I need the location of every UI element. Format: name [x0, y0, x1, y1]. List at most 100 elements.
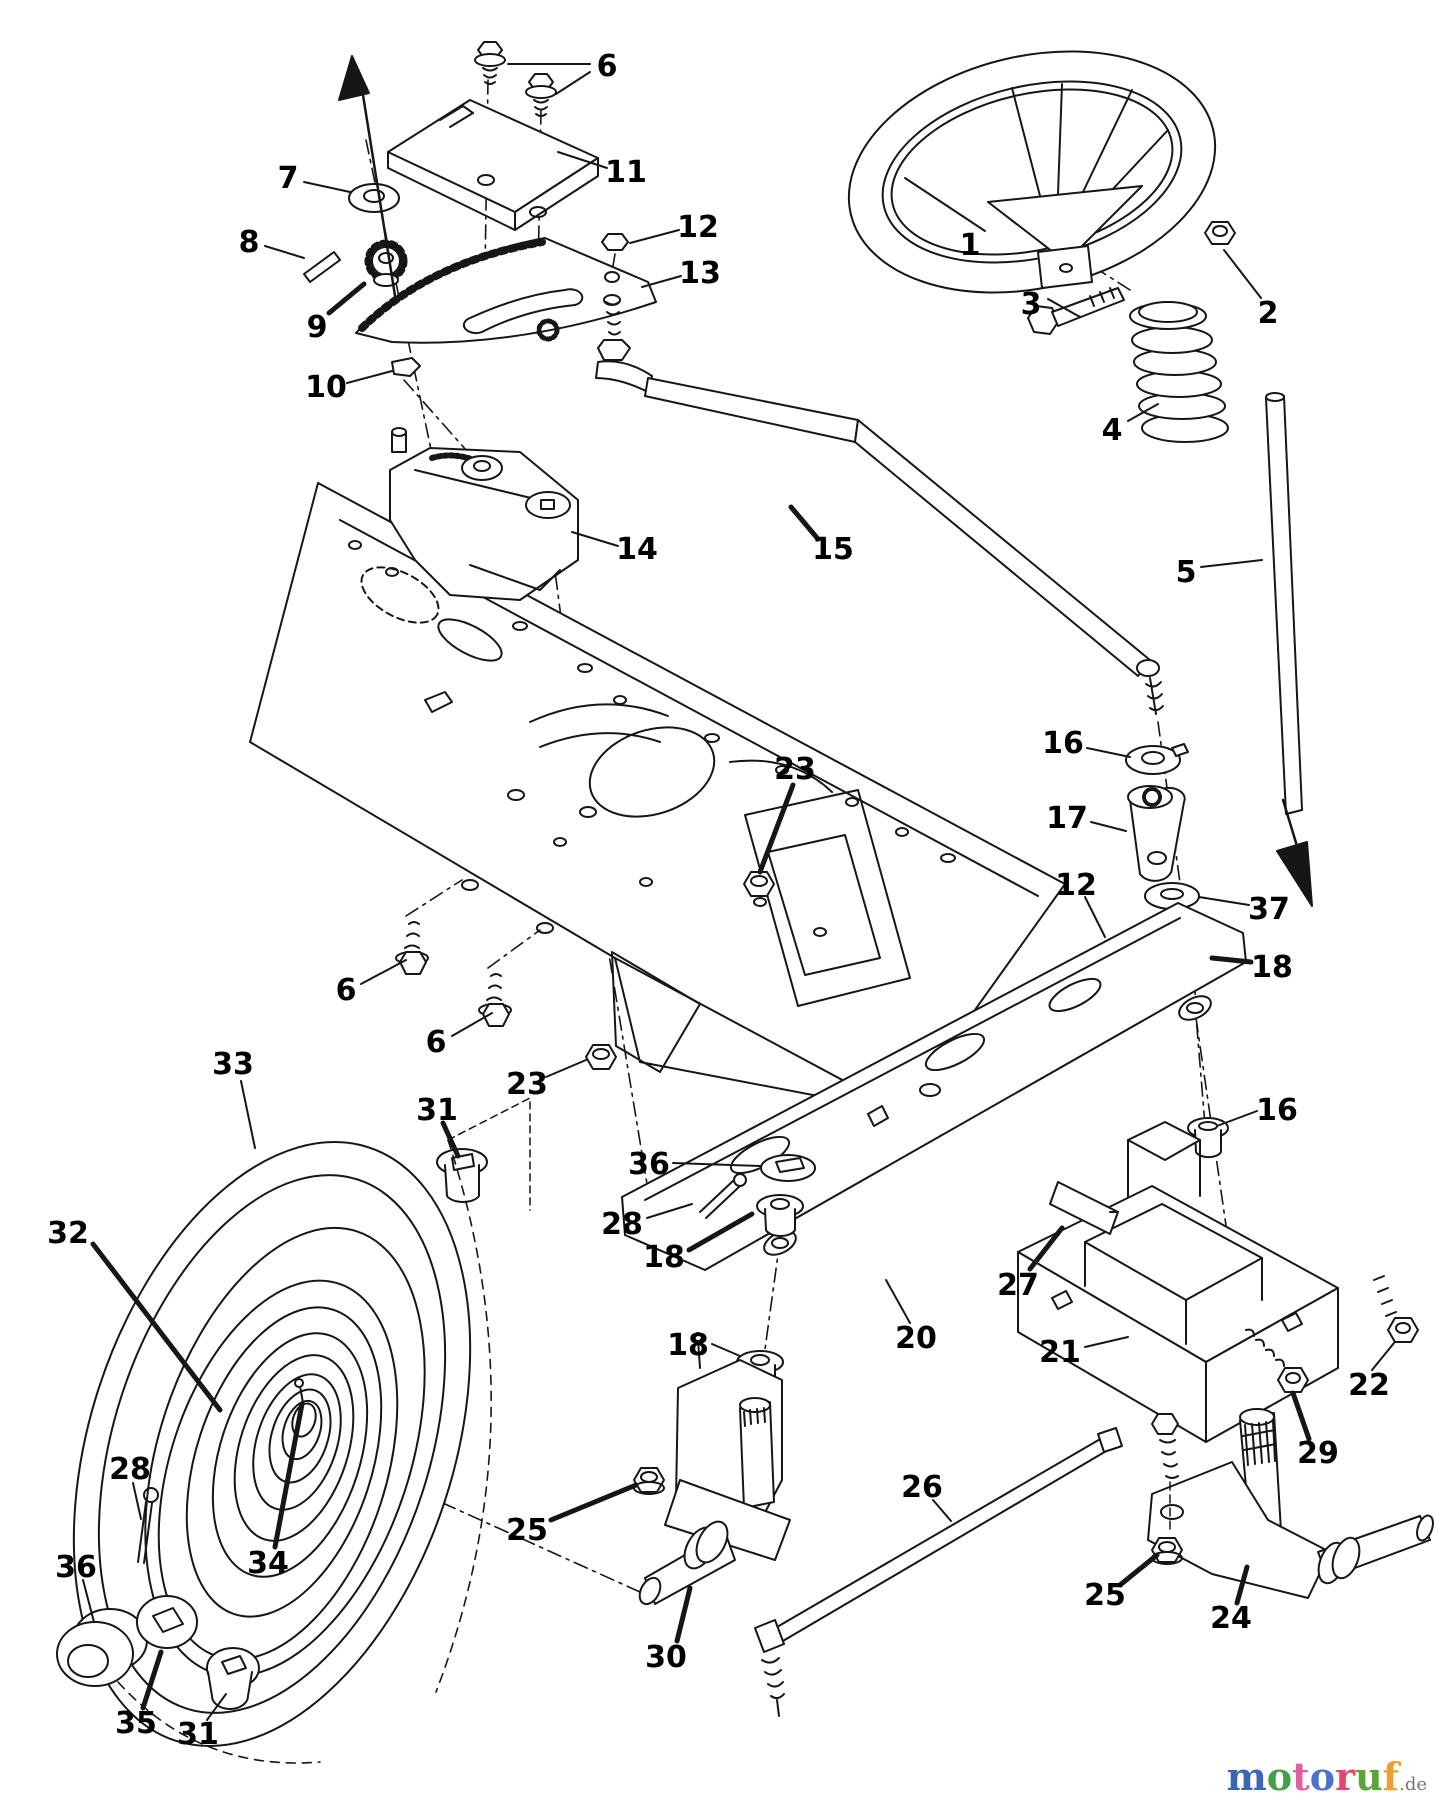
- logo-suffix: .de: [1399, 1774, 1427, 1795]
- frame-bolt-6-mid-b: [479, 974, 511, 1026]
- part-number-label: 32: [47, 1216, 89, 1251]
- leader-line: [1087, 748, 1130, 757]
- frame-bolt-6-mid-a: [396, 922, 428, 974]
- leader-line: [1120, 1555, 1157, 1585]
- leader-line: [760, 785, 793, 872]
- leader-line: [556, 72, 590, 94]
- leader-line: [689, 1214, 752, 1250]
- logo-letter: m: [1226, 1754, 1267, 1799]
- steering-pinion-gear-9: [368, 243, 404, 286]
- cotter-pin-28-mid: [700, 1174, 746, 1218]
- pivot-bracket-21: [1018, 1122, 1338, 1442]
- part-number-label: 36: [628, 1147, 670, 1182]
- drag-link-15: [596, 295, 1163, 714]
- part-number-label: 17: [1046, 801, 1088, 836]
- bushing-31-bottom: [207, 1648, 259, 1709]
- hub-cap-36-bottom: [57, 1609, 147, 1686]
- part-number-label: 33: [212, 1047, 254, 1082]
- left-spindle-30: [635, 1333, 790, 1608]
- part-number-label: 37: [1248, 892, 1290, 927]
- leader-line: [452, 1013, 492, 1036]
- part-number-label: 30: [645, 1640, 687, 1675]
- leader-line: [1048, 299, 1080, 317]
- steering-mount-bracket-11: [388, 100, 598, 230]
- retainer-clip-10: [392, 358, 420, 376]
- hex-bolt-3: [1028, 288, 1124, 334]
- axle-bushing-16-lower: [1188, 1118, 1228, 1157]
- leader-line: [1293, 1393, 1309, 1439]
- leader-line: [1085, 897, 1105, 937]
- part-number-label: 25: [1084, 1578, 1126, 1613]
- part-number-label: 35: [115, 1706, 157, 1741]
- keyed-washer-16-right: [1126, 744, 1188, 774]
- leader-line: [905, 178, 985, 231]
- leader-line: [677, 1588, 690, 1641]
- part-number-label: 29: [1297, 1436, 1339, 1471]
- leader-line: [558, 152, 607, 168]
- part-number-label: 6: [426, 1025, 447, 1060]
- part-number-label: 10: [305, 370, 347, 405]
- direction-arrow-down-shaft: [1283, 800, 1297, 846]
- part-number-label: 12: [1055, 868, 1097, 903]
- steering-link-17: [1128, 786, 1185, 881]
- hex-bolt-22: [1374, 1276, 1418, 1342]
- direction-arrow-up-head: [339, 56, 369, 100]
- leader-line: [546, 1060, 586, 1077]
- leader-line: [1212, 958, 1251, 962]
- leader-line: [886, 1280, 910, 1323]
- part-number-label: 36: [55, 1550, 97, 1585]
- leader-line: [1128, 404, 1158, 421]
- shoulder-bolt-6-top-a: [475, 42, 505, 84]
- part-number-label: 20: [895, 1321, 937, 1356]
- leader-line: [347, 371, 392, 383]
- leader-line: [712, 1344, 740, 1356]
- part-number-label: 6: [336, 973, 357, 1008]
- steering-boot-bellows-4: [1130, 302, 1228, 442]
- part-number-label: 14: [616, 532, 658, 567]
- part-number-label: 2: [1258, 296, 1279, 331]
- leader-line: [630, 230, 679, 243]
- part-number-label: 21: [1039, 1335, 1081, 1370]
- lock-nut-23-mid: [586, 1045, 616, 1069]
- logo-letter: f: [1382, 1754, 1400, 1799]
- leader-line: [1199, 897, 1249, 905]
- part-number-label: 9: [307, 310, 328, 345]
- logo-letter: r: [1335, 1754, 1356, 1799]
- part-number-label: 26: [901, 1470, 943, 1505]
- motoruf-logo[interactable]: motoruf.de: [1227, 1758, 1427, 1796]
- leader-line: [1217, 1111, 1257, 1126]
- leader-line: [361, 960, 406, 984]
- lock-nut-12-top: [602, 234, 628, 250]
- steering-shaft-5: [1266, 393, 1302, 814]
- part-number-label: 8: [239, 225, 260, 260]
- leader-line: [642, 276, 681, 287]
- leader-line: [572, 532, 618, 546]
- leader-line: [265, 246, 304, 258]
- axle-spacer-27: [1050, 1182, 1118, 1234]
- part-number-label: 23: [774, 752, 816, 787]
- leader-line: [443, 1123, 458, 1156]
- leader-line: [133, 1483, 141, 1519]
- part-number-label: 22: [1348, 1368, 1390, 1403]
- steering-support-14: [390, 428, 578, 600]
- cotter-pin-28-bottom: [138, 1488, 158, 1563]
- part-number-label: 31: [416, 1093, 458, 1128]
- tie-rod-26: [755, 1428, 1122, 1716]
- leader-line: [1030, 1228, 1062, 1269]
- leader-line: [1224, 250, 1261, 298]
- leader-line: [933, 1500, 951, 1521]
- part-number-label: 6: [597, 49, 618, 84]
- leader-line: [304, 182, 350, 192]
- part-number-label: 16: [1042, 726, 1084, 761]
- leader-line: [143, 1652, 161, 1708]
- logo-letter: o: [1266, 1754, 1293, 1799]
- part-number-label: 5: [1176, 555, 1197, 590]
- leader-line: [329, 284, 364, 313]
- part-number-label: 18: [667, 1328, 709, 1363]
- part-number-label: 31: [177, 1717, 219, 1752]
- right-spindle-24: [1148, 1409, 1435, 1598]
- flange-bushing-18-mid-upper: [757, 1195, 803, 1236]
- part-number-label: 34: [247, 1546, 289, 1581]
- part-number-label: 11: [605, 155, 647, 190]
- part-number-label: 25: [506, 1513, 548, 1548]
